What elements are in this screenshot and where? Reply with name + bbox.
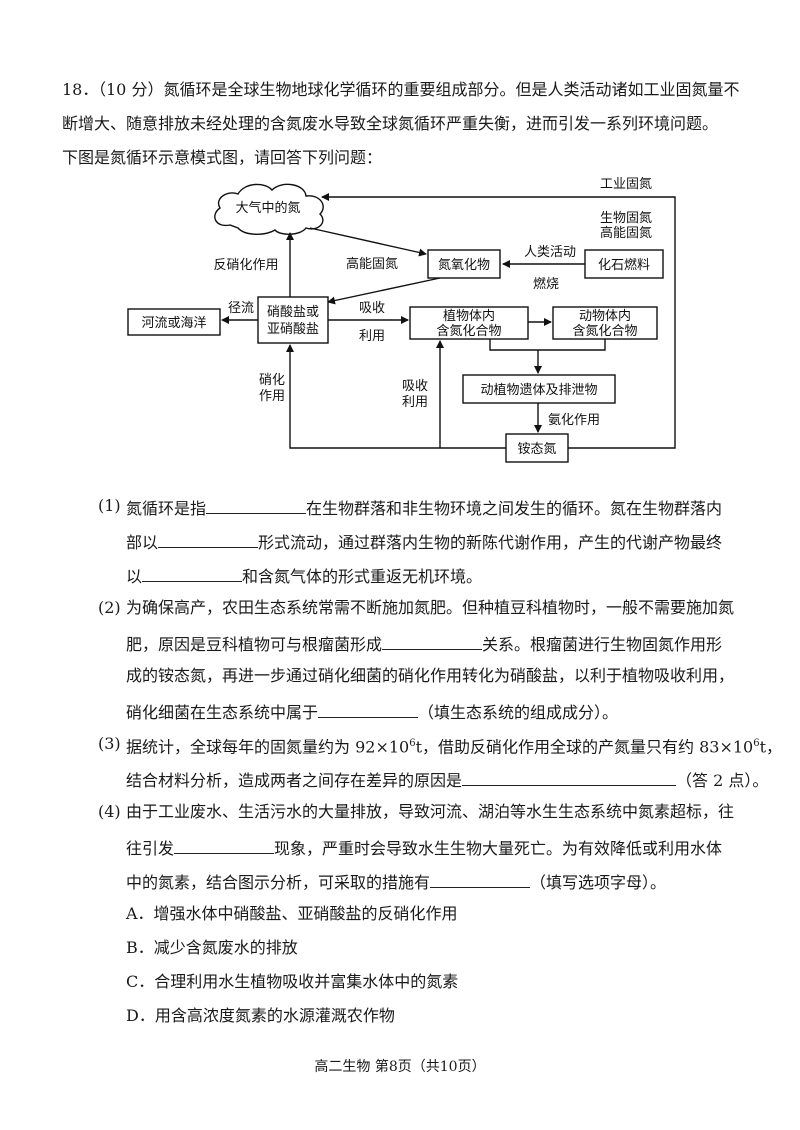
q1-blank-1[interactable] (206, 496, 307, 514)
q3-line-2: 结合材料分析，造成两者之间存在差异的原因是 （答 2 点）。 (126, 768, 768, 791)
q4-option-a: A．增强水体中硝酸盐、亚硝酸盐的反硝化作用 (126, 904, 458, 923)
q4-line-2: 往引发 现象，严重时会导致水生生物大量死亡。为有效降低或利用水体 (126, 836, 722, 859)
q1-text-f: 和含氮气体的形式重返无机环境。 (242, 567, 483, 586)
nitrate-label-1: 硝酸盐或 (267, 305, 319, 320)
absorb-label-1: 吸收 (359, 301, 385, 316)
q4-text-2b: 现象，严重时会导致水生生物大量死亡。为有效降低或利用水体 (274, 839, 723, 858)
q4-option-d: D．用含高浓度氮素的水源灌溉农作物 (126, 1006, 395, 1025)
nitrate-label-2: 亚硝酸盐 (267, 322, 319, 337)
q1-blank-2[interactable] (158, 530, 259, 548)
absorb-label-2: 吸收 (402, 379, 428, 394)
q2-blank-1[interactable] (382, 632, 483, 650)
q4-option-c: C．合理利用水生植物吸收并富集水体中的氮素 (126, 972, 459, 991)
plant-label-1: 植物体内 (443, 308, 495, 324)
q1-number: (1) (98, 496, 121, 515)
plant-label-2: 含氮化合物 (436, 323, 501, 339)
q1-text-e: 以 (126, 567, 143, 586)
q2-number: (2) (98, 598, 121, 617)
q4-blank-1[interactable] (174, 836, 275, 854)
fossil-fuel-label: 化石燃料 (598, 257, 650, 273)
q4-text-3b: （填写选项字母）。 (530, 873, 667, 892)
industrial-fixation-path (321, 193, 676, 449)
animal-label-1: 动物体内 (579, 308, 631, 324)
q3-text-1b: t，借助反硝化作用全球的产氮量只有约 83×10 (415, 737, 754, 757)
remains-box (462, 374, 616, 404)
q1-text-a: 氮循环是指 (126, 499, 207, 518)
q4-blank-2[interactable] (430, 870, 531, 888)
question-intro-line-3: 下图是氮循环示意模式图，请回答下列问题： (62, 148, 383, 167)
q2-line-1: 为确保高产，农田生态系统常需不断施加氮肥。但种植豆科植物时，一般不需要施加氮 (126, 598, 735, 617)
q1-blank-3[interactable] (142, 564, 243, 582)
q3-exponent-2: 6 (753, 738, 760, 749)
q4-line-1: 由于工业废水、生活污水的大量排放，导致河流、湖泊等水生生态系统中氮素超标，往 (126, 802, 735, 821)
q4-text-3a: 中的氮素，结合图示分析，可采取的措施有 (126, 873, 431, 892)
ammonium-label: 铵态氮 (517, 442, 556, 457)
high-energy-fixation-right-label: 高能固氮 (600, 225, 652, 241)
question-intro-line-2: 断增大、随意排放未经处理的含氮废水导致全球氮循环严重失衡，进而引发一系列环境问题… (62, 114, 719, 133)
atmosphere-cloud: 大气中的氮 (214, 183, 324, 235)
nitrification-label-2: 作用 (259, 389, 285, 404)
q2-blank-2[interactable] (318, 700, 419, 718)
q2-text-4a: 硝化细菌在生态系统中属于 (126, 703, 319, 722)
combustion-label: 燃烧 (533, 276, 559, 292)
nitrogen-oxides-box (427, 249, 501, 279)
plant-box (409, 306, 529, 340)
q1-text-b: 在生物群落和非生物环境之间发生的循环。氮在生物群落内 (306, 499, 723, 518)
q2-text-2a: 肥，原因是豆科植物可与根瘤菌形成 (126, 635, 383, 654)
river-sea-label: 河流或海洋 (141, 316, 206, 331)
question-intro-line-1: （10 分）氮循环是全球生物地球化学循环的重要组成部分。但是人类活动诸如工业固氮… (90, 80, 740, 99)
q3-exponent-1: 6 (409, 738, 416, 749)
use-label-1: 利用 (359, 329, 385, 344)
ammonification-label: 氨化作用 (548, 413, 600, 428)
page-footer: 高二生物 第8页（共10页） (314, 1059, 486, 1075)
river-sea-box (127, 308, 221, 336)
q2-text-2b: 关系。根瘤菌进行生物固氮作用形 (482, 635, 723, 654)
q3-text-1a: 据统计，全球每年的固氮量约为 92×10 (126, 737, 410, 757)
q1-line-2: 部以 形式流动，通过群落内生物的新陈代谢作用，产生的代谢产物最终 (126, 530, 722, 553)
question-number: 18． (62, 80, 99, 99)
q2-line-4: 硝化细菌在生态系统中属于 （填生态系统的组成成分）。 (126, 700, 618, 723)
q2-line-2: 肥，原因是豆科植物可与根瘤菌形成 关系。根瘤菌进行生物固氮作用形 (126, 632, 722, 655)
q3-text-2a: 结合材料分析，造成两者之间存在差异的原因是 (126, 771, 463, 790)
remains-label: 动植物遗体及排泄物 (480, 383, 597, 398)
q3-text-2b: （答 2 点）。 (676, 771, 769, 790)
q3-blank-1[interactable] (462, 768, 677, 786)
q3-line-1: 据统计，全球每年的固氮量约为 92×106t，借助反硝化作用全球的产氮量只有约 … (126, 734, 782, 757)
q3-text-1c: t， (759, 737, 783, 757)
q4-option-b: B．减少含氮废水的排放 (126, 938, 298, 957)
runoff-label: 径流 (228, 301, 254, 316)
q1-line-3: 以 和含氮气体的形式重返无机环境。 (126, 564, 482, 587)
use-label-2: 利用 (402, 395, 428, 410)
industrial-fixation-label: 工业固氮 (600, 177, 652, 192)
denitrification-label: 反硝化作用 (213, 258, 278, 273)
nitrification-label-1: 硝化 (259, 373, 285, 388)
nitrogen-cycle-diagram: 大气中的氮 工业固氮 生物固氮 高能固氮 氮氧化物 化石燃料 人类活动 燃烧 高… (127, 177, 676, 463)
q2-text-4b: （填生态系统的组成成分）。 (418, 703, 619, 722)
nitrogen-oxides-label: 氮氧化物 (438, 258, 490, 273)
nitrate-box (257, 296, 329, 344)
q1-line-1: 氮循环是指 在生物群落和非生物环境之间发生的循环。氮在生物群落内 (126, 496, 722, 519)
q2-line-3: 成的铵态氮，再进一步通过硝化细菌的硝化作用转化为硝酸盐，以利于植物吸收利用， (126, 666, 735, 685)
q4-line-3: 中的氮素，结合图示分析，可采取的措施有 （填写选项字母）。 (126, 870, 666, 893)
human-activity-label: 人类活动 (524, 245, 576, 260)
high-energy-fixation-left-label: 高能固氮 (346, 256, 398, 272)
animal-label-2: 含氮化合物 (572, 323, 637, 339)
q4-number: (4) (98, 802, 121, 821)
q3-number: (3) (98, 734, 121, 753)
q4-text-2a: 往引发 (126, 839, 175, 858)
atmosphere-label: 大气中的氮 (235, 200, 300, 216)
biological-fixation-label: 生物固氮 (600, 211, 652, 226)
q1-text-c: 部以 (126, 533, 159, 552)
q1-text-d: 形式流动，通过群落内生物的新陈代谢作用，产生的代谢产物最终 (258, 533, 723, 552)
